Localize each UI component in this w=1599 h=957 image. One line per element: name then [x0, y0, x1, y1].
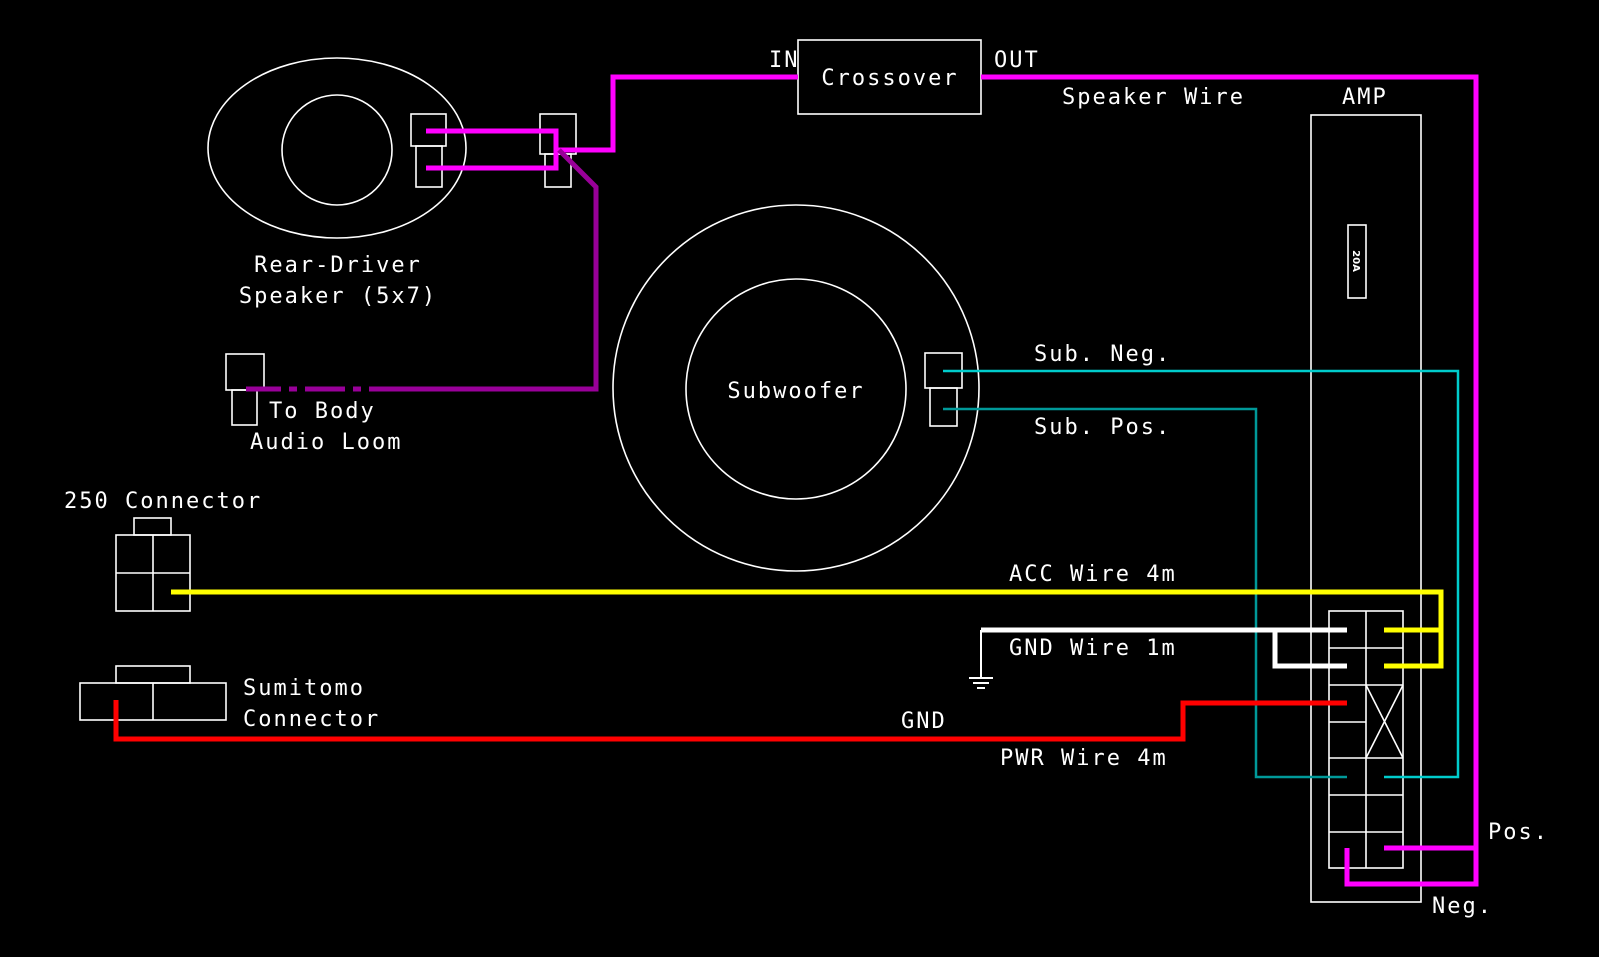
sub-neg-wire [943, 369, 1460, 779]
subwoofer-outer [612, 204, 980, 572]
subwoofer-label: Subwoofer [727, 379, 864, 404]
gnd-wire [981, 627, 1347, 669]
crossover-label: Crossover [821, 66, 958, 91]
connector-250-label: 250 Connector [64, 489, 262, 514]
speaker-wire-label: Speaker Wire [1062, 85, 1245, 110]
fuse-20a: 20A [1347, 224, 1367, 299]
rear-speaker-outer [207, 57, 467, 239]
fuse-label: 20A [1350, 250, 1361, 272]
body-loom-label-line1: To Body [269, 399, 376, 424]
sumitomo-label-line1: Sumitomo [243, 676, 365, 701]
amp-terminal-block [1328, 610, 1404, 869]
body-loom-wire [246, 148, 599, 392]
rear-speaker-terminals [410, 113, 447, 188]
gnd-wire-label: GND Wire 1m [1009, 636, 1177, 661]
connector-250 [115, 517, 191, 612]
acc-wire [171, 589, 1444, 669]
ground-symbol [969, 630, 993, 689]
gnd-label: GND [901, 709, 947, 734]
sub-neg-label: Sub. Neg. [1034, 342, 1171, 367]
body-loom-label-line2: Audio Loom [250, 430, 402, 455]
speaker-wire-to-crossover [556, 74, 798, 153]
speaker-wires [426, 74, 1479, 887]
sumitomo-label-line2: Connector [243, 707, 380, 732]
subwoofer-cone [685, 278, 907, 500]
pwr-wire-label: PWR Wire 4m [1000, 746, 1168, 771]
sumitomo-connector [79, 665, 227, 721]
pwr-wire [113, 700, 1347, 742]
crossover-in-label: IN [769, 48, 800, 73]
amp-label: AMP [1342, 85, 1388, 110]
body-loom-wire-solid [409, 148, 599, 392]
sub-pos-label: Sub. Pos. [1034, 415, 1171, 440]
amp-box [1310, 114, 1422, 903]
rear-speaker-cone [281, 94, 393, 206]
amp-neg-label: Neg. [1432, 894, 1493, 919]
amp-pos-label: Pos. [1488, 820, 1549, 845]
rear-driver-label-line2: Speaker (5x7) [239, 284, 437, 309]
subwoofer-terminals [924, 352, 963, 427]
speaker-wire-crossover-to-amp [981, 74, 1479, 887]
crossover-out-label: OUT [994, 48, 1040, 73]
rear-driver-label-line1: Rear-Driver [254, 253, 422, 278]
acc-wire-label: ACC Wire 4m [1009, 562, 1177, 587]
body-loom-connector [225, 353, 265, 426]
